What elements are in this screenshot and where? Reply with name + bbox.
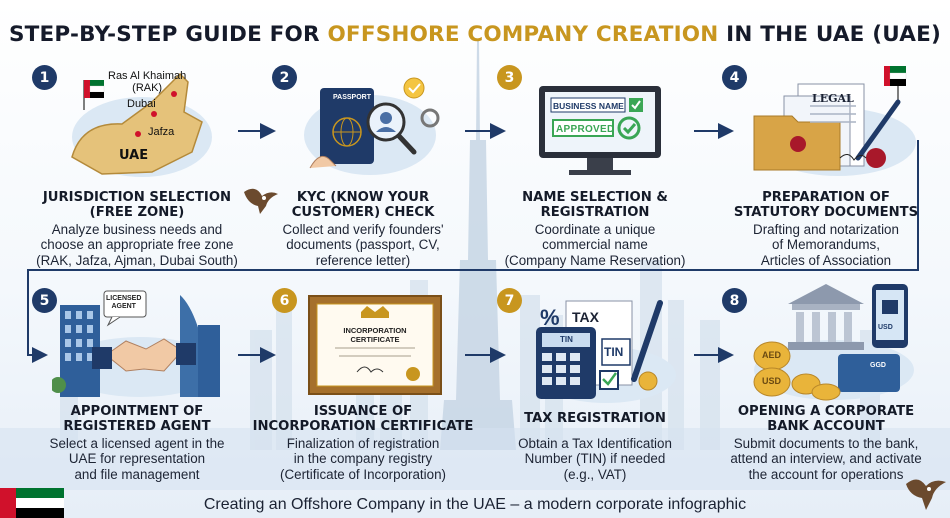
map-label-rak: Ras Al Khaimah (RAK) bbox=[108, 70, 187, 94]
step-5-title: APPOINTMENT OF REGISTERED AGENT bbox=[63, 404, 211, 434]
lower-band bbox=[0, 428, 950, 490]
coin-label-usd: USD bbox=[762, 376, 782, 386]
uae-flag-small-icon bbox=[884, 66, 907, 102]
phone-usd-label: USD bbox=[878, 324, 893, 331]
handshake-icon bbox=[52, 290, 220, 397]
passport-magnifier-icon bbox=[304, 77, 440, 175]
step-7-desc: Obtain a Tax Identification Number (TIN)… bbox=[518, 436, 672, 482]
uae-flag-bottom-icon bbox=[0, 488, 64, 518]
tin-label: TIN bbox=[604, 345, 624, 359]
map-label-jafza: Jafza bbox=[148, 126, 175, 138]
step-2-desc: Collect and verify founders' documents (… bbox=[282, 222, 444, 268]
tax-label: TAX bbox=[572, 309, 599, 325]
step-badge-2: 2 bbox=[272, 65, 297, 90]
step-badge-4: 4 bbox=[722, 65, 747, 90]
step-badge-6: 6 bbox=[272, 288, 297, 313]
map-pin-rak bbox=[171, 91, 177, 97]
legal-label: LEGAL bbox=[812, 92, 854, 105]
step-7-title: TAX REGISTRATION bbox=[524, 411, 666, 426]
monitor-approved-icon bbox=[539, 86, 661, 175]
legal-documents-icon bbox=[753, 66, 916, 176]
business-name-label: BUSINESS NAME bbox=[553, 101, 624, 111]
page-title: STEP-BY-STEP GUIDE FOR OFFSHORE COMPANY … bbox=[8, 22, 942, 47]
tax-calculator-icon bbox=[536, 300, 676, 403]
approved-stamp: APPROVED bbox=[556, 124, 615, 135]
map-pin-dubai bbox=[151, 111, 157, 117]
certificate-icon bbox=[308, 295, 442, 395]
step-8-title: OPENING A CORPORATE BANK ACCOUNT bbox=[737, 404, 915, 434]
step-1-title: JURISDICTION SELECTION (FREE ZONE) bbox=[42, 190, 232, 220]
step-badge-7: 7 bbox=[497, 288, 522, 313]
falcon-icon bbox=[244, 188, 278, 214]
step-2-title: KYC (KNOW YOUR CUSTOMER) CHECK bbox=[291, 190, 435, 220]
map-label-uae: UAE bbox=[119, 148, 149, 163]
step-6-title: ISSUANCE OF INCORPORATION CERTIFICATE bbox=[252, 404, 474, 434]
passport-label: PASSPORT bbox=[333, 94, 371, 101]
licensed-agent-label: LICENSED AGENT bbox=[106, 295, 142, 310]
tin-label-small: TIN bbox=[560, 335, 573, 344]
caption: Creating an Offshore Company in the UAE … bbox=[203, 496, 747, 513]
bank-card-label: GGD bbox=[870, 362, 886, 369]
bank-coins-icon bbox=[753, 284, 914, 401]
map-pin-jafza bbox=[135, 131, 141, 137]
uae-map-icon bbox=[71, 72, 212, 177]
map-label-dubai: Dubai bbox=[127, 98, 156, 110]
step-3-desc: Coordinate a unique commercial name (Com… bbox=[504, 222, 686, 268]
step-8-desc: Submit documents to the bank, attend an … bbox=[730, 436, 922, 482]
certificate-title: INCORPORATION CERTIFICATE bbox=[343, 326, 407, 344]
step-5-desc: Select a licensed agent in the UAE for r… bbox=[49, 436, 225, 482]
step-4-title: PREPARATION OF STATUTORY DOCUMENTS bbox=[733, 190, 919, 220]
uae-flag-icon bbox=[83, 80, 105, 110]
step-badge-3: 3 bbox=[497, 65, 522, 90]
title-highlight: OFFSHORE COMPANY CREATION bbox=[327, 22, 719, 47]
step-3-title: NAME SELECTION & REGISTRATION bbox=[522, 190, 668, 220]
coin-label-aed: AED bbox=[762, 350, 782, 360]
step-6-desc: Finalization of registration in the comp… bbox=[280, 436, 446, 482]
step-badge-8: 8 bbox=[722, 288, 747, 313]
step-4-desc: Drafting and notarization of Memorandums… bbox=[753, 222, 899, 268]
step-1-desc: Analyze business needs and choose an app… bbox=[36, 222, 238, 268]
step-badge-5: 5 bbox=[32, 288, 57, 313]
percent-sign: % bbox=[540, 305, 560, 330]
step-badge-1: 1 bbox=[32, 65, 57, 90]
falcon-bottom-icon bbox=[906, 479, 946, 510]
